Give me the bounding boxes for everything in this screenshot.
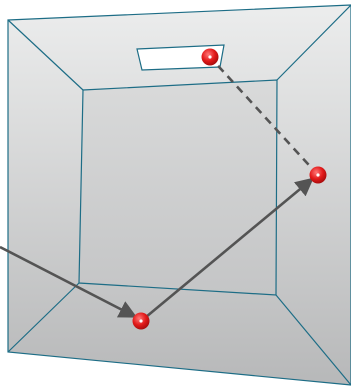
bounce-point-floor [133,313,150,330]
bounce-point-window [202,49,219,66]
bounce-point-wall [310,167,327,184]
room-back-wall [79,80,277,295]
